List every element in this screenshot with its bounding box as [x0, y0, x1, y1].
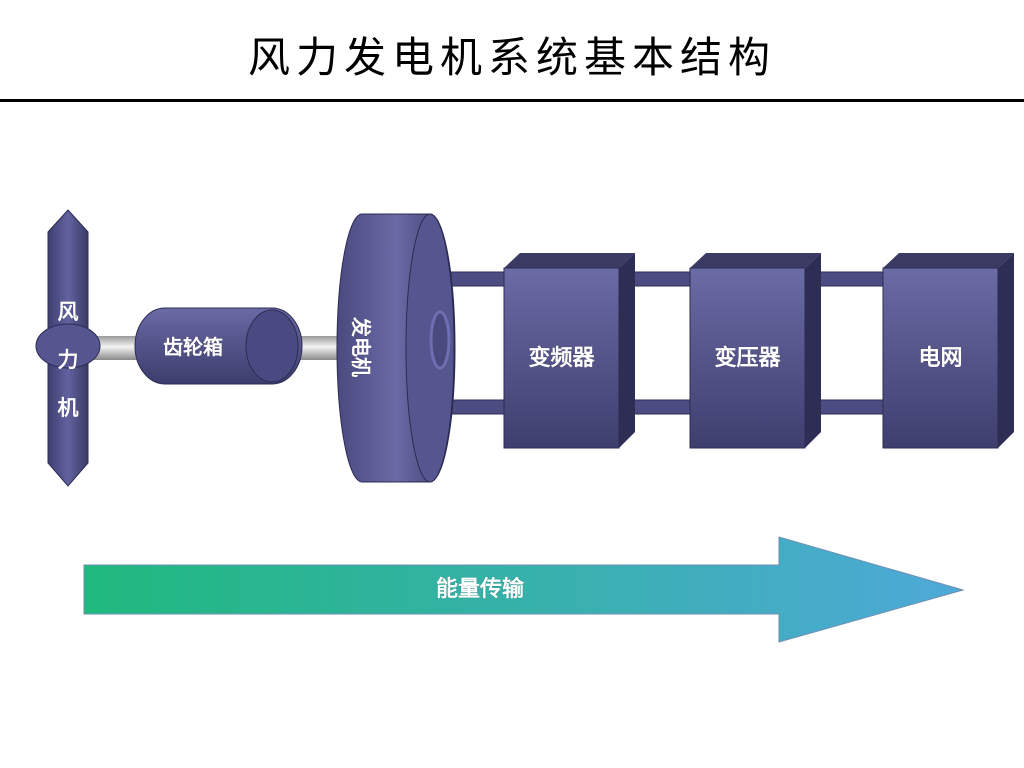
generator-label: 发电机: [349, 317, 373, 377]
generator-shape: [336, 213, 456, 483]
grid-shape: [882, 253, 1014, 449]
rails: [429, 271, 893, 417]
converter-label: 变频器: [528, 346, 595, 371]
wind-turbine-shape: [35, 209, 101, 487]
transformer-shape: [689, 253, 821, 449]
gearbox-label: 齿轮箱: [163, 335, 223, 359]
transformer-label: 变压器: [714, 346, 781, 371]
energy-transfer-label: 能量传输: [435, 577, 524, 602]
page-title: 风力发电机系统基本结构: [247, 33, 776, 82]
energy-arrow: [83, 536, 965, 643]
grid-label: 电网: [918, 346, 963, 371]
wind-turbine-label: 风力机: [57, 300, 79, 420]
converter-shape: [503, 253, 635, 449]
title-divider: [0, 99, 1024, 102]
gearbox-shape: [134, 307, 303, 385]
